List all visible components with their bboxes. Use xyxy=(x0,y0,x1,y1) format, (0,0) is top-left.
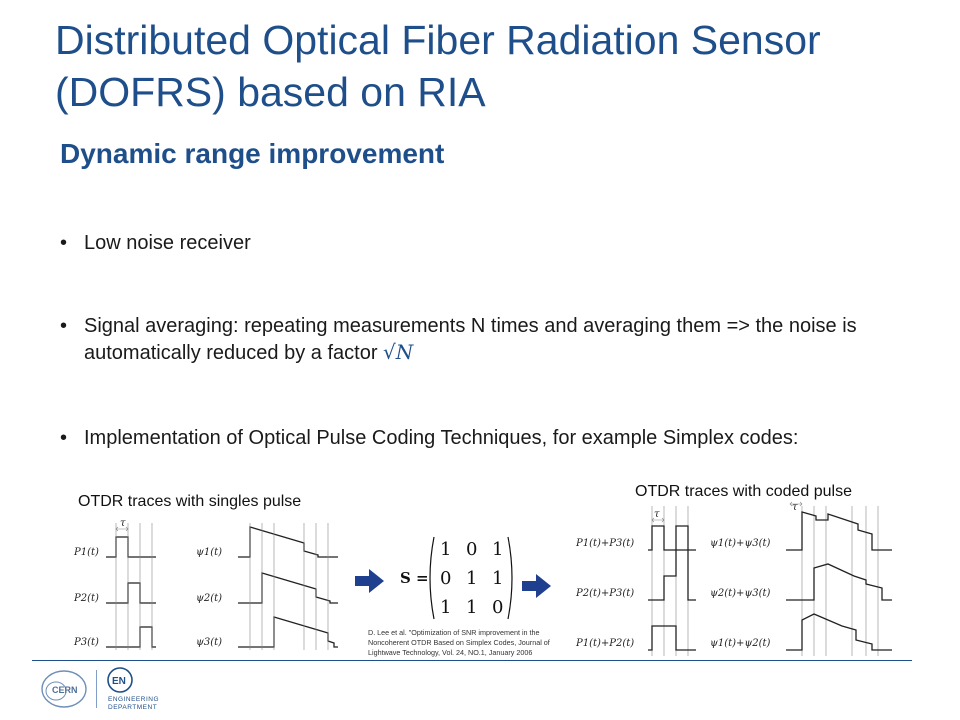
department-name: ENGINEERING DEPARTMENT xyxy=(108,696,159,712)
bullet-glyph: • xyxy=(60,427,68,449)
output-label: ψ2(t) xyxy=(196,593,222,604)
input-label: P1(t)+P3(t) xyxy=(575,538,634,549)
department-line: ENGINEERING xyxy=(108,696,160,703)
output-label: ψ3(t) xyxy=(196,637,222,648)
cern-logo: CERN xyxy=(41,670,87,708)
input-label: P1(t)+P2(t) xyxy=(575,638,634,649)
bullet-text: Signal averaging: repeating measurements… xyxy=(84,315,857,364)
sqrt-n-math: √N xyxy=(383,340,414,364)
tau-label: τ xyxy=(120,518,126,529)
output-label: ψ2(t)+ψ3(t) xyxy=(710,588,771,599)
bullet-item: • Low noise receiver xyxy=(60,230,924,256)
reference-citation: D. Lee et al. "Optimization of SNR impro… xyxy=(368,628,550,657)
bullet-glyph: • xyxy=(60,315,68,337)
slide-title: Distributed Optical Fiber Radiation Sens… xyxy=(55,17,821,115)
matrix-cell: 0 xyxy=(440,568,451,589)
matrix-cell: 0 xyxy=(492,597,503,618)
input-label: P2(t) xyxy=(73,593,99,604)
input-label: P1(t) xyxy=(73,547,99,558)
matrix-cell: 1 xyxy=(492,539,503,560)
input-label: P2(t)+P3(t) xyxy=(575,588,634,599)
matrix-cell: 1 xyxy=(466,568,477,589)
en-logo-text: EN xyxy=(112,676,126,687)
matrix-cell: 1 xyxy=(492,568,503,589)
arrow-right-icon xyxy=(355,569,384,593)
single-pulse-figure: τ P1(t) P2(t) P3(t) ψ1(t) ψ2(t) ψ3(t) xyxy=(73,518,338,650)
output-label: ψ1(t) xyxy=(196,547,222,558)
matrix-cell: 0 xyxy=(466,539,477,560)
output-label: ψ1(t)+ψ2(t) xyxy=(710,638,771,649)
tau-label: τ xyxy=(654,509,660,520)
slide-subtitle: Dynamic range improvement xyxy=(60,138,445,169)
input-label: P3(t) xyxy=(73,637,99,648)
footer-divider xyxy=(32,660,912,661)
bullet-text: Implementation of Optical Pulse Coding T… xyxy=(84,427,799,449)
single-pulse-caption: OTDR traces with singles pulse xyxy=(78,493,302,510)
department-line: DEPARTMENT xyxy=(108,704,158,711)
tau-label: τ xyxy=(792,502,798,513)
matrix-label: S = xyxy=(400,569,429,587)
bullet-item: • Signal averaging: repeating measuremen… xyxy=(60,313,924,366)
bullet-item: • Implementation of Optical Pulse Coding… xyxy=(60,425,924,451)
logo-separator xyxy=(96,670,97,708)
bullet-glyph: • xyxy=(60,232,68,254)
bullet-text: Low noise receiver xyxy=(84,232,251,254)
simplex-matrix: S = 1 0 1 0 1 1 1 1 0 xyxy=(400,536,513,620)
output-label: ψ1(t)+ψ3(t) xyxy=(710,538,771,549)
en-logo: EN xyxy=(107,667,133,693)
coded-pulse-caption: OTDR traces with coded pulse xyxy=(635,483,852,500)
arrow-right-icon xyxy=(522,574,551,598)
coded-pulse-figure: τ τ P1(t)+P3(t) P2(t)+P3(t) P1(t)+P2(t) … xyxy=(575,501,892,656)
matrix-cell: 1 xyxy=(440,597,451,618)
cern-logo-text: CERN xyxy=(52,685,78,695)
matrix-cell: 1 xyxy=(440,539,451,560)
matrix-cell: 1 xyxy=(466,597,477,618)
